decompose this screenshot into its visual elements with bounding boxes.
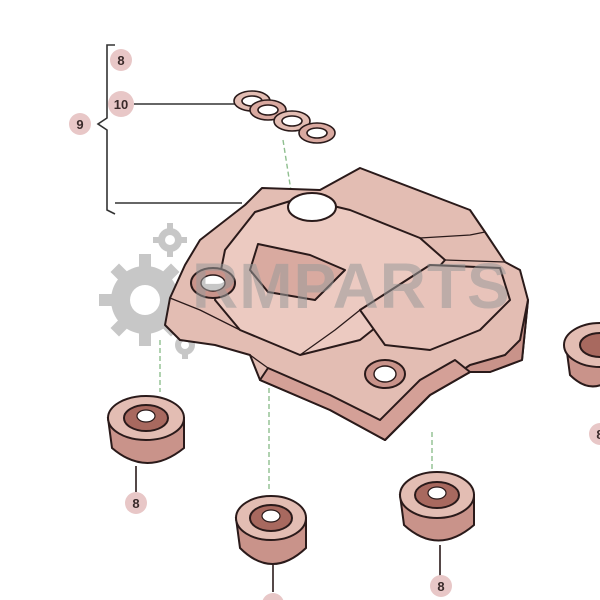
svg-text:9: 9 (76, 117, 83, 132)
svg-text:8: 8 (596, 427, 600, 442)
engine-cover (164, 167, 529, 441)
svg-text:10: 10 (114, 97, 128, 112)
callout-8-front-center: 8 (262, 593, 284, 600)
rubber-mount-right-edge (563, 322, 600, 388)
callout-8-front-right: 8 (430, 575, 452, 597)
rubber-mount-front-left (106, 395, 185, 464)
seal-rings (233, 90, 336, 144)
svg-text:8: 8 (117, 53, 124, 68)
engine-cover-center-recess (249, 243, 346, 301)
svg-text:8: 8 (269, 597, 276, 600)
oil-filler-hole (287, 192, 337, 222)
group-bracket (96, 44, 242, 215)
callout-10: 10 (108, 91, 134, 117)
svg-text:8: 8 (437, 579, 444, 594)
rubber-mount-front-center (234, 495, 307, 565)
watermark-small-gear-icon (153, 223, 187, 257)
callout-8-top: 8 (110, 49, 132, 71)
mount-leader-lines (135, 466, 441, 592)
engine-cover-right-block (359, 264, 511, 351)
svg-text:8: 8 (132, 496, 139, 511)
rubber-mount-front-right (398, 471, 475, 542)
engine-cover-front-face (259, 359, 471, 441)
callout-9: 9 (69, 113, 91, 135)
callout-8-front-left: 8 (125, 492, 147, 514)
watermark-logo-text: RMPARTS (192, 250, 511, 322)
callout-8-right-edge: 8 (589, 423, 600, 445)
